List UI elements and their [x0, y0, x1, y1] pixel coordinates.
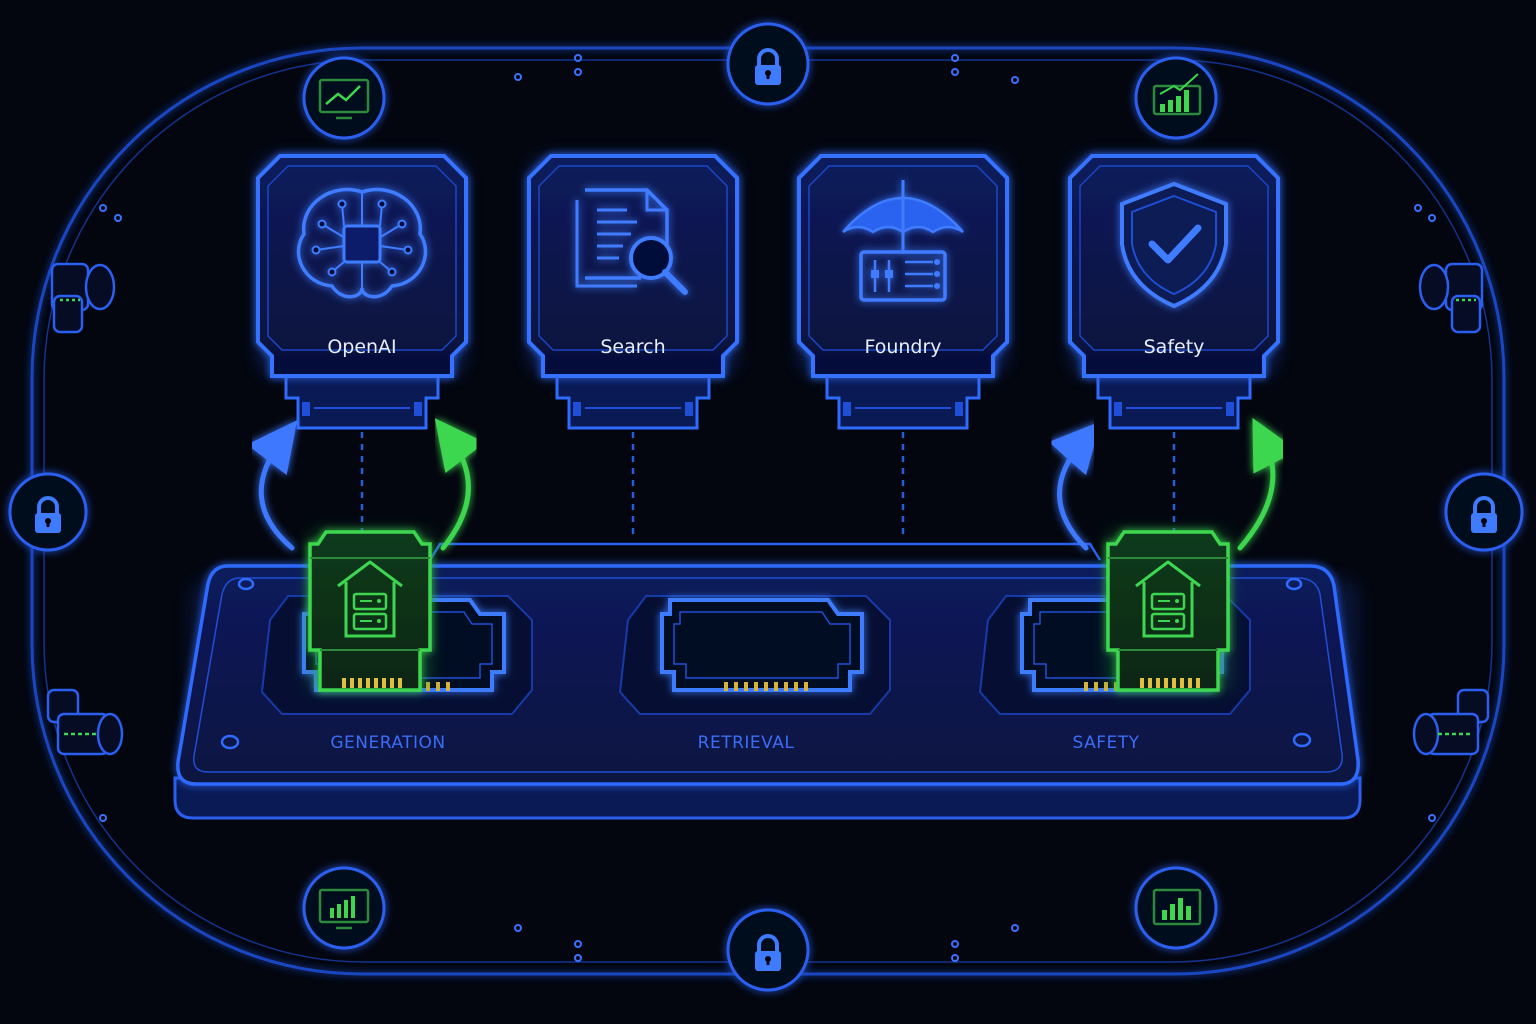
- pipe-connector-icon: [50, 262, 116, 334]
- arrow-up-green: [1237, 417, 1298, 551]
- module-connector: [1096, 374, 1252, 430]
- umbrella-panel-icon: [842, 180, 964, 302]
- module-foundry[interactable]: Foundry: [797, 154, 1009, 430]
- pipe-connector-icon: [1412, 688, 1490, 756]
- module-connector-lines: [360, 432, 1176, 540]
- module-openai[interactable]: OpenAI: [256, 154, 468, 430]
- slot-retrieval[interactable]: RETRIEVAL: [618, 595, 891, 753]
- module-label: Foundry: [864, 336, 941, 358]
- module-connector: [825, 374, 981, 430]
- module-label: Safety: [1144, 336, 1205, 358]
- slot-label: SAFETY: [1072, 733, 1139, 753]
- brain-chip-icon: [296, 187, 428, 299]
- server-house-icon: [337, 560, 403, 638]
- lock-icon: [726, 22, 810, 106]
- swap-arrows: [246, 417, 1298, 551]
- bar-chart-icon: [1134, 866, 1218, 950]
- module-search[interactable]: Search: [527, 154, 739, 430]
- monitor-chart-icon: [302, 866, 386, 950]
- pipe-connector-icon: [1418, 262, 1484, 334]
- server-cartridge[interactable]: [1106, 530, 1230, 692]
- monitor-chart-icon: [302, 56, 386, 140]
- shield-check-icon: [1120, 181, 1228, 309]
- bar-chart-icon: [1134, 56, 1218, 140]
- document-search-icon: [575, 188, 688, 295]
- pipe-connector-icon: [46, 688, 124, 756]
- module-label: OpenAI: [327, 336, 396, 358]
- module-connector: [284, 374, 440, 430]
- arrow-up-blue: [246, 420, 298, 551]
- lock-icon: [1444, 472, 1524, 552]
- outer-network-ring: [30, 46, 1506, 976]
- service-modules: OpenAI Search Foundry Safety: [256, 154, 1280, 430]
- arrow-up-green: [434, 418, 486, 551]
- module-label: Search: [600, 336, 665, 358]
- server-house-icon: [1135, 560, 1201, 638]
- server-cartridges: [308, 530, 1230, 692]
- server-cartridge[interactable]: [308, 530, 432, 692]
- lock-icon: [8, 472, 88, 552]
- slot-label: GENERATION: [330, 733, 445, 753]
- arrow-up-blue: [1048, 421, 1101, 551]
- module-safety[interactable]: Safety: [1068, 154, 1280, 430]
- module-connector: [555, 374, 711, 430]
- slot-label: RETRIEVAL: [698, 733, 795, 753]
- lock-icon: [726, 908, 810, 992]
